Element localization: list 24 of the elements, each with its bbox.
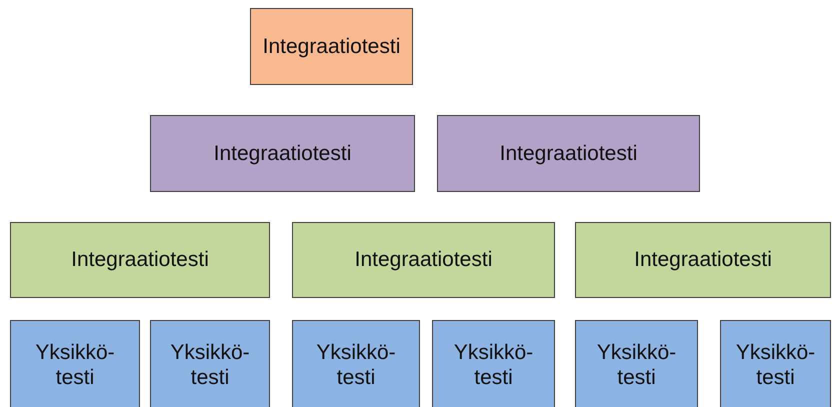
box-label: Yksikkö- testi xyxy=(34,340,116,390)
test-level-box xyxy=(432,320,555,407)
test-level-box xyxy=(437,115,700,192)
test-level-box xyxy=(575,222,831,298)
box-label: Integraatiotesti xyxy=(214,140,352,166)
box-label: Yksikkö- testi xyxy=(452,340,534,390)
test-level-box xyxy=(720,320,831,407)
box-label: Yksikkö- testi xyxy=(169,340,251,390)
box-label: Yksikkö- testi xyxy=(315,340,397,390)
box-label: Integraatiotesti xyxy=(354,247,492,273)
test-level-box xyxy=(250,8,413,85)
box-label: Integraatiotesti xyxy=(500,140,638,166)
test-level-box xyxy=(150,320,270,407)
test-level-box xyxy=(150,115,415,192)
test-level-box xyxy=(292,320,420,407)
test-level-box xyxy=(575,320,698,407)
box-label: Integraatiotesti xyxy=(634,247,772,273)
test-level-box xyxy=(10,222,270,298)
test-level-box xyxy=(292,222,555,298)
box-label: Integraatiotesti xyxy=(71,247,209,273)
box-label: Yksikkö- testi xyxy=(596,340,678,390)
box-label: Yksikkö- testi xyxy=(734,340,816,390)
box-label: Integraatiotesti xyxy=(262,34,400,60)
test-level-box xyxy=(10,320,140,407)
